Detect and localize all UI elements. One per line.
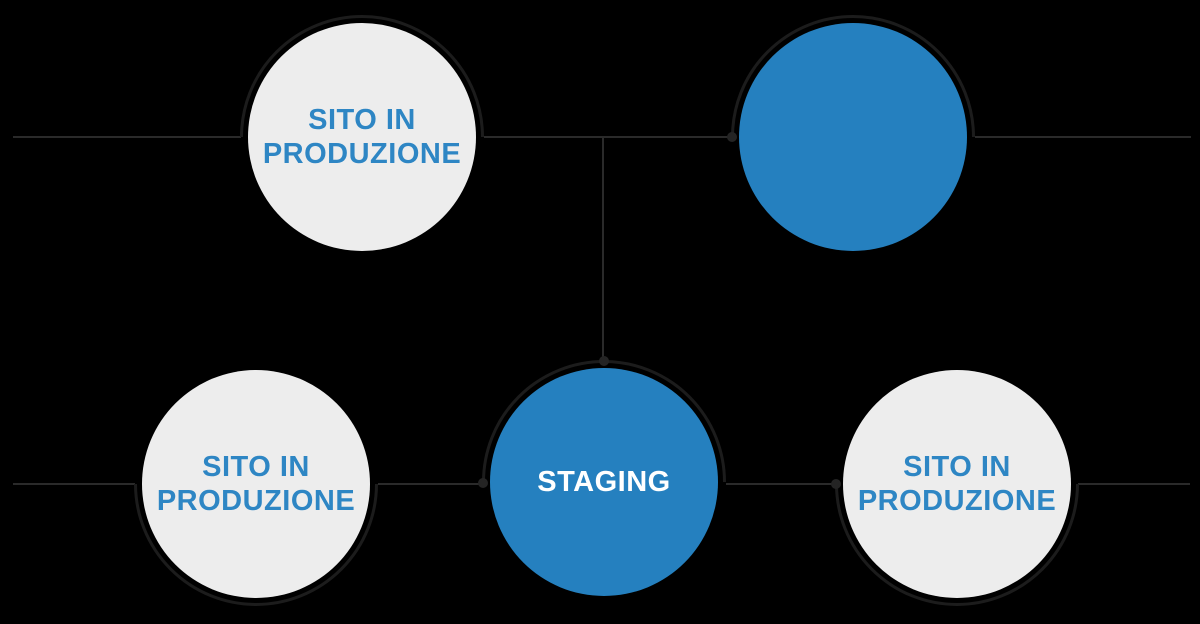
connector-line-bottom-far-left: [13, 483, 135, 485]
node-label-line-1: STAGING: [537, 466, 671, 498]
junction-dot-top-right-node: [727, 132, 737, 142]
connector-line-bottom-right: [726, 483, 836, 485]
node-label-line-1: SITO IN: [308, 104, 416, 136]
node-label: STAGING: [537, 465, 670, 499]
connector-line-vertical: [602, 138, 604, 361]
connector-line-top-left: [13, 136, 241, 138]
connector-line-top-right: [975, 136, 1191, 138]
connector-line-bottom-far-right: [1078, 483, 1190, 485]
node-label-line-2: PRODUZIONE: [857, 485, 1057, 517]
node-label-line-1: SITO IN: [202, 451, 310, 483]
node-label-line-2: PRODUZIONE: [156, 485, 356, 517]
node-sito-in-produzione-bottom-right: SITO IN PRODUZIONE: [843, 370, 1071, 598]
connector-line-bottom-left: [378, 483, 483, 485]
junction-dot-staging-left: [478, 478, 488, 488]
node-sito-in-produzione-top-left: SITO IN PRODUZIONE: [248, 23, 476, 251]
junction-dot-staging-top: [599, 356, 609, 366]
node-sito-in-produzione-bottom-left: SITO IN PRODUZIONE: [142, 370, 370, 598]
connector-line-top-middle: [484, 136, 732, 138]
node-label: SITO IN PRODUZIONE: [157, 450, 355, 518]
node-label-line-2: PRODUZIONE: [262, 138, 462, 170]
junction-dot-bottom-right-node: [831, 479, 841, 489]
node-blue-top-right: [739, 23, 967, 251]
node-label-line-1: SITO IN: [903, 451, 1011, 483]
node-staging: STAGING: [490, 368, 718, 596]
node-label: SITO IN PRODUZIONE: [263, 103, 461, 171]
node-label: SITO IN PRODUZIONE: [858, 450, 1056, 518]
